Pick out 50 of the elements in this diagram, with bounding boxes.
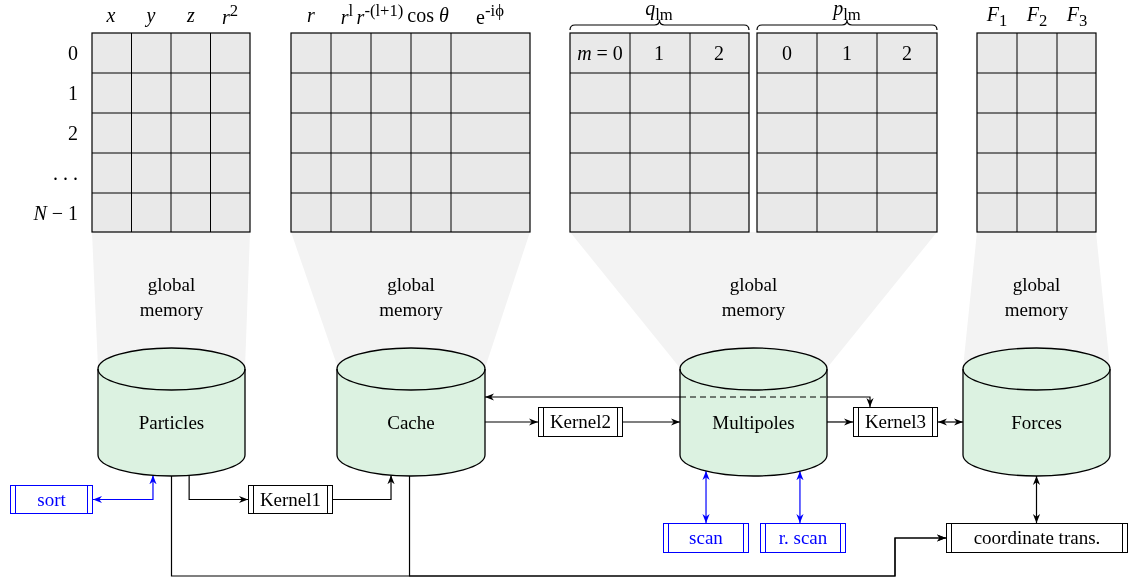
process-box: Kernel1	[248, 485, 333, 514]
cell-text: 1	[654, 43, 664, 63]
process-box: scan	[663, 523, 749, 553]
arrow	[702, 470, 710, 524]
group-header: q$_{lm}$	[645, 0, 673, 24]
cell-text: 1	[842, 43, 852, 63]
process-box: r. scan	[760, 523, 846, 553]
column-header: r$^{2}$	[221, 3, 239, 27]
arrow	[1032, 475, 1041, 524]
arrow	[826, 418, 854, 426]
memory-caption: global memory	[1003, 273, 1070, 322]
column-header: y	[146, 5, 156, 25]
row-index: N − 1	[33, 203, 78, 223]
column-header: F$_{3}$	[1066, 4, 1088, 30]
column-header: r	[307, 5, 315, 25]
column-header: F$_{2}$	[1026, 4, 1048, 30]
arrow	[484, 418, 539, 426]
arrow	[796, 470, 804, 524]
arrow	[484, 393, 681, 401]
column-header: e$^{-iϕ}$	[476, 3, 504, 27]
column-header: F$_{1}$	[986, 4, 1008, 30]
process-box: Kernel2	[538, 407, 623, 437]
cylinder-label: Cache	[386, 412, 436, 434]
cylinder-label: Multipoles	[711, 412, 796, 434]
cylinder-label: Particles	[137, 412, 206, 434]
row-index: 2	[68, 123, 78, 143]
row-index: 0	[68, 43, 78, 63]
process-box: sort	[10, 485, 93, 514]
column-header: r$^{-(l+1)}$	[356, 3, 404, 27]
cell-text: 2	[714, 43, 724, 63]
arrow	[622, 418, 681, 426]
row-index: . . .	[53, 163, 78, 183]
cell-text: m = 0	[577, 43, 623, 63]
arrow	[937, 418, 964, 426]
column-header: cos θ	[407, 5, 449, 25]
memory-caption: global memory	[720, 273, 787, 322]
column-header: z	[187, 5, 195, 25]
row-index: 1	[68, 83, 78, 103]
column-header: r$^{l}$	[340, 3, 354, 27]
process-box: Kernel3	[853, 407, 938, 437]
cell-text: 2	[902, 43, 912, 63]
column-header: x	[106, 5, 116, 25]
cell-text: 0	[782, 43, 792, 63]
memory-caption: global memory	[138, 273, 205, 322]
cylinder-label: Forces	[1010, 412, 1063, 434]
group-header: p$_{lm}$	[833, 0, 861, 24]
arrow	[826, 396, 874, 408]
process-box: coordinate trans.	[946, 523, 1128, 553]
arrow	[408, 475, 947, 577]
memory-caption: global memory	[378, 273, 444, 322]
